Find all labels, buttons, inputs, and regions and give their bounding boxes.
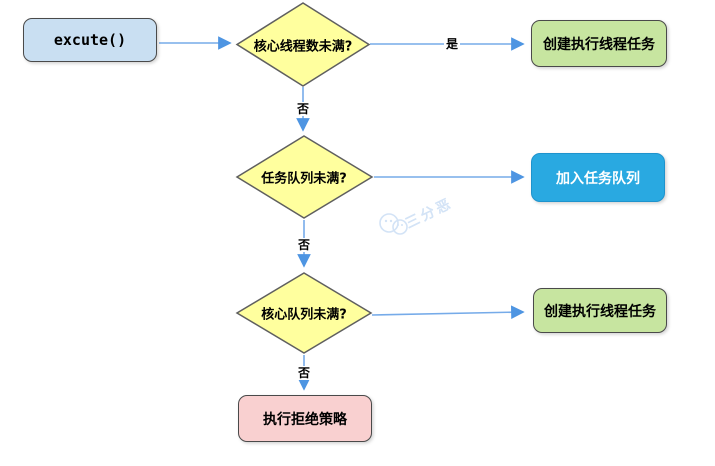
node-reject-policy: 执行拒绝策略 — [238, 395, 372, 442]
decision-task-queue-label: 任务队列未满? — [261, 171, 347, 187]
node-create-thread-top-label: 创建执行线程任务 — [543, 36, 655, 53]
decision-core-threads-shape — [235, 2, 371, 87]
node-create-thread-bottom: 创建执行线程任务 — [533, 288, 667, 333]
node-create-thread-top: 创建执行线程任务 — [531, 20, 667, 67]
edge-label-no-3: 否 — [295, 366, 313, 380]
decision-core-queue-shape — [235, 272, 373, 354]
decision-core-threads-label: 核心线程数未满? — [253, 39, 353, 55]
node-create-thread-bottom-label: 创建执行线程任务 — [544, 303, 656, 320]
node-execute-label: excute() — [53, 31, 127, 49]
node-join-task-queue-label: 加入任务队列 — [556, 170, 640, 187]
node-join-task-queue: 加入任务队列 — [531, 153, 665, 202]
edge-decision3-to-create-bottom — [371, 305, 525, 320]
edge-label-no-2: 否 — [295, 238, 313, 252]
node-reject-policy-label: 执行拒绝策略 — [263, 411, 347, 428]
edge-label-yes: 是 — [443, 37, 461, 51]
decision-core-queue-label: 核心队列未满? — [261, 307, 347, 323]
node-execute: excute() — [23, 18, 157, 62]
edge-label-no-1: 否 — [294, 102, 312, 116]
decision-task-queue-shape — [235, 135, 374, 219]
